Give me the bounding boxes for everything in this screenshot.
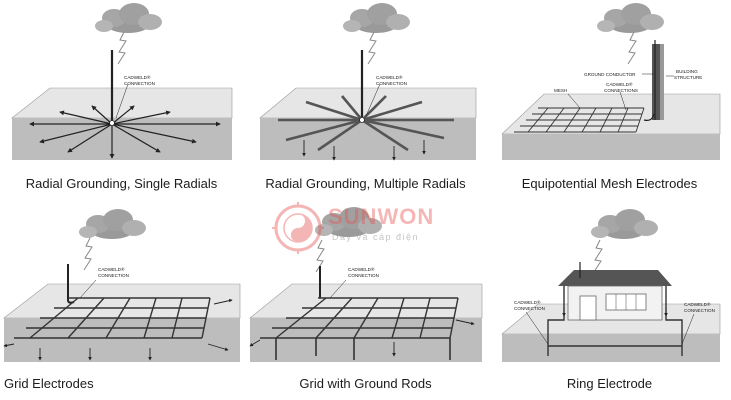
label-connection: CONNECTION	[98, 273, 129, 278]
watermark-tagline: Dây và cáp điện	[332, 232, 420, 242]
diagram-radial-multiple: CADWELD® CONNECTION	[259, 3, 477, 161]
label-connections: CONNECTIONS	[604, 88, 638, 93]
caption-radial-single: Radial Grounding, Single Radials	[25, 176, 218, 191]
caption-ring-electrode: Ring Electrode	[566, 376, 653, 391]
label-building: BUILDING	[676, 69, 698, 74]
label-cadweld: CADWELD®	[348, 266, 375, 272]
diagram-radial-single: CADWELD® CONNECTION	[11, 3, 233, 160]
label-connection-right: CONNECTION	[684, 308, 715, 313]
label-cadweld: CADWELD®	[606, 81, 633, 87]
label-structure: STRUCTURE	[674, 75, 702, 80]
panel-radial-single: CADWELD® CONNECTION Radial Grounding, Si…	[0, 0, 243, 200]
sunwon-logo-icon	[272, 202, 324, 254]
label-cadweld: CADWELD®	[376, 74, 403, 80]
panel-ring-electrode: CADWELD® CONNECTION CADWELD® CONNECTION …	[488, 200, 731, 400]
diagram-grid-electrodes: CADWELD® CONNECTION	[3, 209, 241, 362]
label-cadweld-right: CADWELD®	[684, 301, 711, 307]
label-cadweld: CADWELD®	[124, 74, 151, 80]
label-cadweld-left: CADWELD®	[514, 299, 541, 305]
watermark-brand: SUNWON	[328, 204, 435, 229]
label-ground-conductor: GROUND CONDUCTOR	[584, 72, 636, 77]
panel-grid-electrodes: CADWELD® CONNECTION Grid Electrodes	[0, 200, 243, 400]
panel-equipotential-mesh: GROUND CONDUCTOR BUILDING STRUCTURE MESH…	[488, 0, 731, 200]
caption-radial-multiple: Radial Grounding, Multiple Radials	[265, 176, 466, 191]
label-cadweld: CADWELD®	[98, 266, 125, 272]
diagram-equipotential-mesh: GROUND CONDUCTOR BUILDING STRUCTURE MESH…	[501, 3, 721, 160]
diagram-ring-electrode: CADWELD® CONNECTION CADWELD® CONNECTION	[501, 209, 721, 362]
label-connection: CONNECTION	[376, 81, 407, 86]
label-mesh: MESH	[554, 88, 567, 93]
caption-grid-ground-rods: Grid with Ground Rods	[299, 376, 432, 391]
panel-radial-multiple: CADWELD® CONNECTION Radial Grounding, Mu…	[244, 0, 487, 200]
diagram-grid-ground-rods: CADWELD® CONNECTION	[249, 207, 483, 362]
watermark: SUNWON Dây và cáp điện	[270, 200, 470, 260]
label-connection: CONNECTION	[348, 273, 379, 278]
caption-equipotential-mesh: Equipotential Mesh Electrodes	[521, 176, 698, 191]
label-connection: CONNECTION	[124, 81, 155, 86]
panel-grid-ground-rods: CADWELD® CONNECTION Grid with Ground Rod…	[244, 200, 487, 400]
label-connection-left: CONNECTION	[514, 306, 545, 311]
caption-grid-electrodes: Grid Electrodes	[4, 376, 94, 391]
